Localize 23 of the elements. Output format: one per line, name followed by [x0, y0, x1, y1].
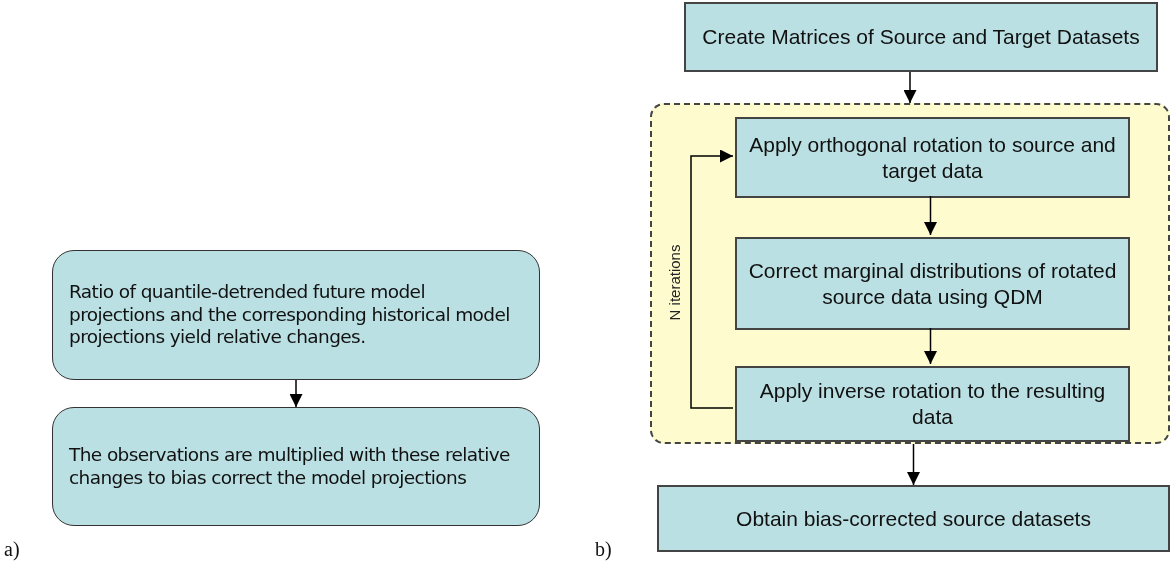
arrow [903, 71, 917, 104]
panel-label: b) [595, 538, 612, 561]
step-text: Correct marginal distributions of rotated source data using QDM [747, 257, 1118, 310]
arrow [289, 379, 303, 408]
process-box [52, 250, 540, 380]
process-box [684, 2, 1158, 72]
process-box [52, 407, 540, 526]
panel-label: a) [4, 538, 20, 561]
step-text: Ratio of quantile-detrended future model projections and the corresponding historical model projections yield relative changes. [69, 281, 511, 349]
arrow [924, 195, 937, 236]
arrow [690, 149, 734, 409]
process-box [657, 485, 1170, 552]
step-text: Apply orthogonal rotation to source and target data [748, 131, 1117, 184]
step-text: Obtain bias-corrected source datasets [736, 505, 1091, 532]
process-box [735, 117, 1130, 198]
step-text: Apply inverse rotation to the resulting data [758, 378, 1107, 430]
step-text: The observations are multiplied with these relative changes to bias correct the model projections [69, 443, 511, 490]
arrow [924, 327, 937, 365]
step-text: Create Matrices of Source and Target Datasets [702, 24, 1140, 50]
process-box [735, 366, 1130, 442]
arrow [907, 443, 920, 486]
process-box [735, 237, 1130, 330]
loop-container [650, 103, 1170, 444]
